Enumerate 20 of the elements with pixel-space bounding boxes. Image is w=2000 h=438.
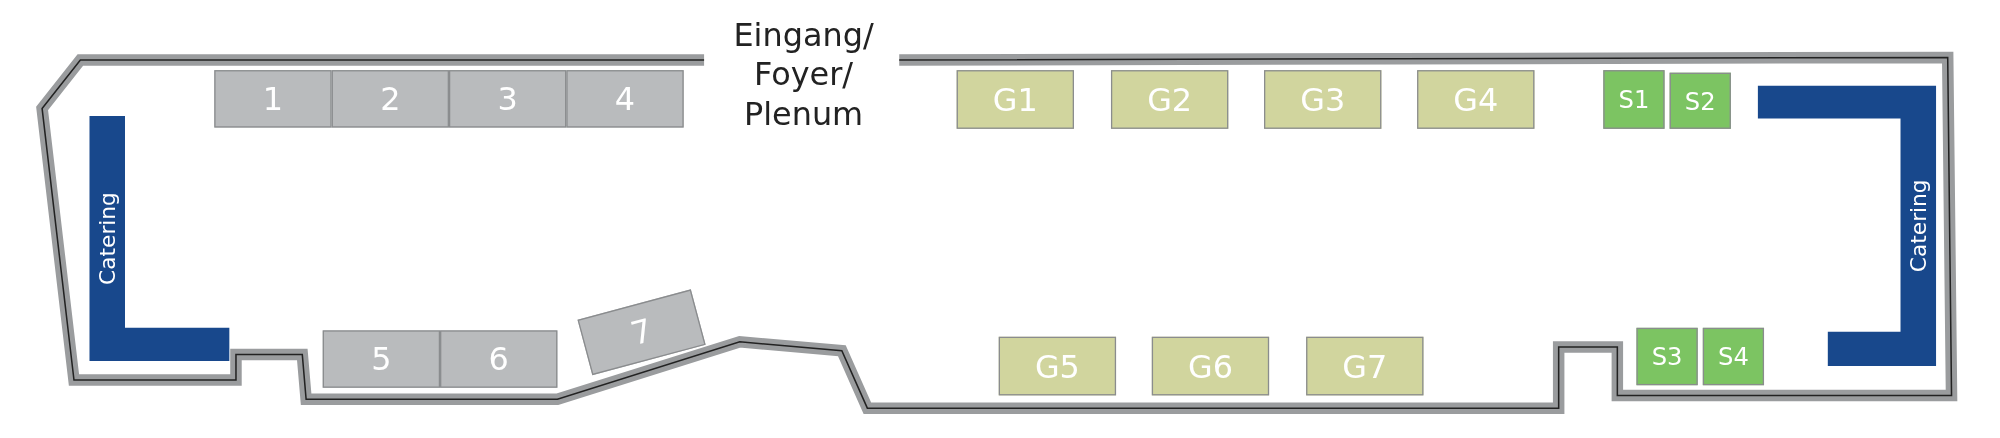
booth-number: 3 xyxy=(497,82,518,115)
counter-label: Catering xyxy=(94,192,120,285)
booth-number: G7 xyxy=(1342,350,1388,382)
booth-number: 2 xyxy=(380,82,401,115)
booth-number: G5 xyxy=(1034,350,1080,382)
booth-number: S1 xyxy=(1618,87,1650,112)
booth-number: G3 xyxy=(1300,83,1346,116)
booth-number: 5 xyxy=(371,343,392,375)
booth-number: S2 xyxy=(1684,88,1716,113)
booth-number: G1 xyxy=(992,83,1038,116)
booth-number: G4 xyxy=(1453,83,1499,116)
booth-number: 6 xyxy=(488,343,509,375)
booth-number: G6 xyxy=(1187,350,1233,382)
booth-number: S3 xyxy=(1651,344,1683,369)
booth-number: 1 xyxy=(262,82,284,115)
booth-number: 7 xyxy=(627,314,656,351)
counter-label: Catering xyxy=(1905,179,1931,273)
booth-number: 4 xyxy=(614,82,636,115)
booth-number: G2 xyxy=(1147,83,1193,116)
booth-number: S4 xyxy=(1718,344,1749,369)
